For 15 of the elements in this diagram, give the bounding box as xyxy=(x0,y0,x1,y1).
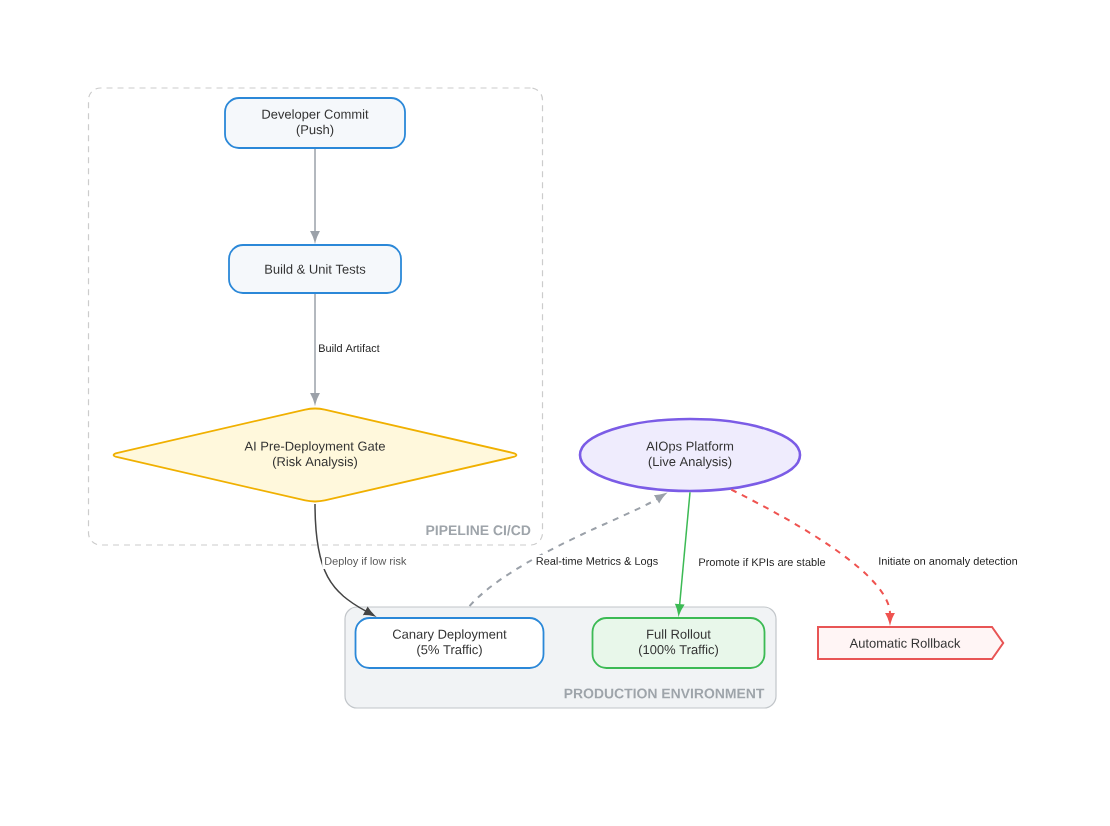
arrow xyxy=(310,148,320,242)
process-box: Build & Unit Tests xyxy=(228,244,402,294)
arrow xyxy=(310,293,320,404)
rollback-box: Automatic Rollback xyxy=(817,626,1005,660)
process-box: Canary Deployment (5% Traffic) xyxy=(354,617,545,669)
process-box: Full Rollout (100% Traffic) xyxy=(591,617,766,669)
arrow xyxy=(730,488,895,623)
arrow xyxy=(675,491,691,615)
process-box: Developer Commit (Push) xyxy=(224,97,406,149)
edge-label: Deploy if low risk xyxy=(322,554,409,570)
edge-label: Real-time Metrics & Logs xyxy=(533,554,661,570)
edge-label: Promote if KPIs are stable xyxy=(696,555,828,568)
arrow xyxy=(468,493,666,608)
arrow xyxy=(314,503,375,617)
edge-label: Initiate on anomaly detection xyxy=(876,554,1020,570)
